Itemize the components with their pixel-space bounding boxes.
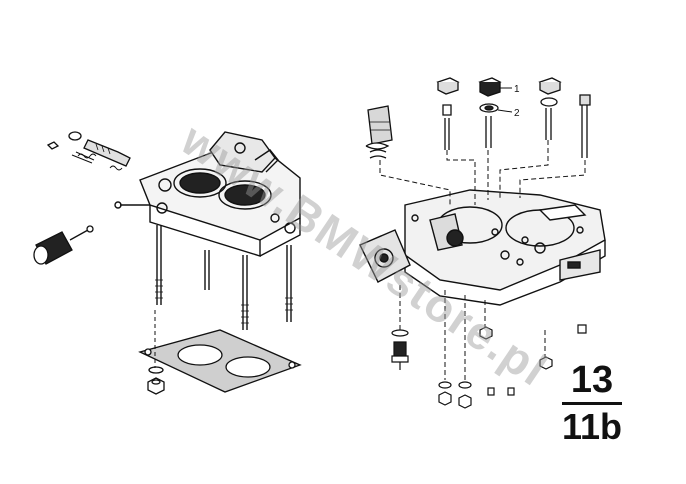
carburetor-base-left [114, 131, 301, 330]
base-gasket [138, 329, 302, 393]
carburetor-body-right [359, 189, 606, 306]
assembly-lines-right [379, 140, 586, 380]
reference-divider [562, 402, 622, 405]
group-number: 13 [570, 359, 614, 401]
cutoff-solenoid [33, 225, 94, 265]
callout-2: 2 [514, 108, 520, 119]
callout-leaders [497, 87, 513, 113]
float-needle-valve [365, 105, 393, 159]
idle-jet-parts [46, 131, 131, 171]
group-reference: 13 11b [560, 360, 624, 447]
subgroup-number: 11b [561, 406, 623, 447]
top-screws [436, 77, 591, 158]
lower-fittings [391, 324, 587, 409]
callout-1: 1 [514, 84, 520, 95]
base-nut [147, 366, 165, 395]
